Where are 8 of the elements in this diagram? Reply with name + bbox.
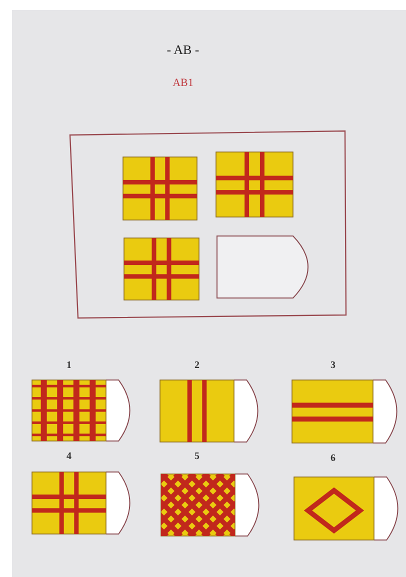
option-number: 1 bbox=[66, 360, 72, 371]
option-number: 3 bbox=[330, 360, 336, 371]
option-number: 6 bbox=[330, 453, 336, 464]
page-title: - AB - bbox=[166, 42, 200, 58]
option-number: 4 bbox=[66, 451, 72, 462]
option-number: 5 bbox=[194, 451, 200, 462]
subtitle-code: AB1 bbox=[172, 77, 194, 89]
option-number: 2 bbox=[194, 360, 200, 371]
